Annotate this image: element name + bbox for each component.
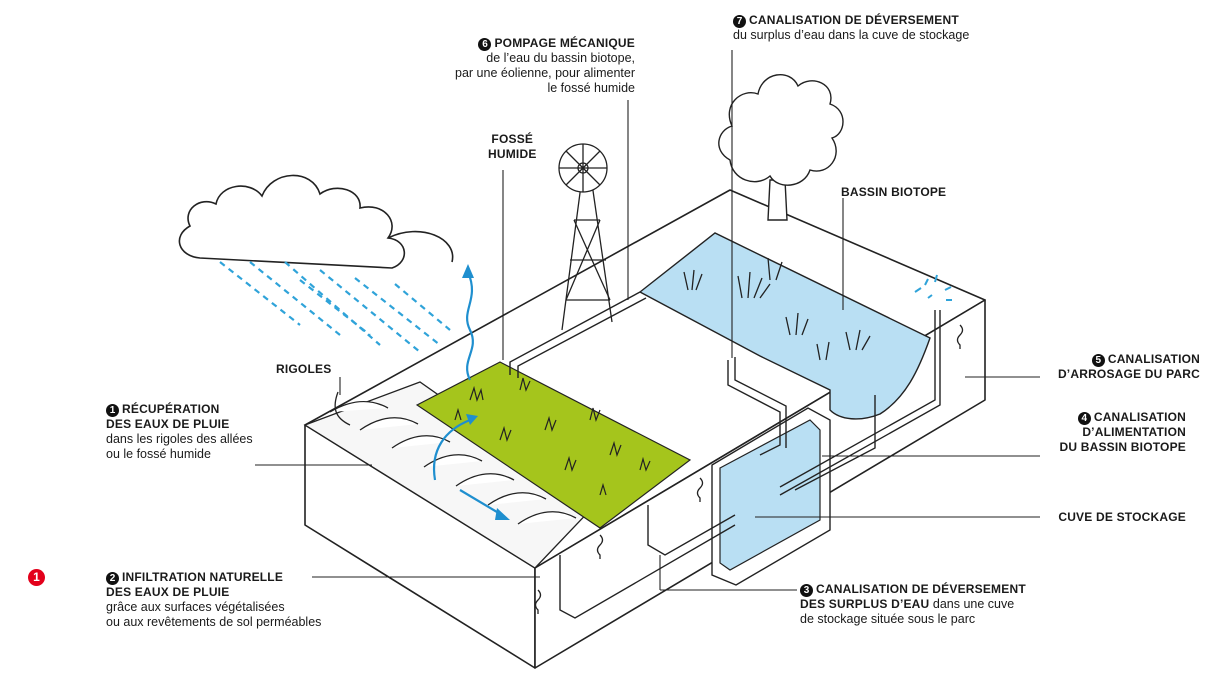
item3-title2: DES SURPLUS D’EAU <box>800 597 930 611</box>
page-marker: 1 <box>28 569 45 586</box>
item2-desc2: ou aux revêtements de sol perméables <box>106 615 322 629</box>
item6-desc3: le fossé humide <box>547 81 635 95</box>
rain-lines <box>219 261 451 353</box>
cuve-stockage <box>719 419 821 571</box>
item4-title2: D’ALIMENTATION <box>1082 425 1186 439</box>
item3-desc2: de stockage située sous le parc <box>800 612 976 626</box>
tree <box>718 73 844 221</box>
cloud <box>178 174 406 269</box>
number-7-badge: 7 <box>733 15 746 28</box>
label-bassin-biotope: BASSIN BIOTOPE <box>841 185 946 200</box>
sprinkler-drops <box>914 274 952 301</box>
number-1-badge: 1 <box>106 404 119 417</box>
item1-desc1: dans les rigoles des allées <box>106 432 253 446</box>
item2-title2: DES EAUX DE PLUIE <box>106 585 230 599</box>
flow-arrow <box>459 489 503 516</box>
fosse-line2: HUMIDE <box>488 147 537 161</box>
leader-lines <box>255 50 1040 591</box>
item2-title1: INFILTRATION NATURELLE <box>122 570 284 584</box>
number-5-badge: 5 <box>1091 354 1105 367</box>
bassin-title: BASSIN BIOTOPE <box>841 185 947 199</box>
windmill <box>558 143 613 331</box>
item6-desc1: de l’eau du bassin biotope, <box>486 51 635 65</box>
item5-title1: CANALISATION <box>1107 352 1200 366</box>
item4-title3: DU BASSIN BIOTOPE <box>1059 440 1186 454</box>
label-cuve-stockage: CUVE DE STOCKAGE <box>1040 510 1186 525</box>
runoff-arrow <box>432 418 471 481</box>
item3-desc-inline: dans une cuve <box>929 597 1015 611</box>
label-rigoles: RIGOLES <box>276 362 331 377</box>
number-4-badge: 4 <box>1077 412 1091 425</box>
number-2-badge: 2 <box>106 572 119 585</box>
item6-desc2: par une éolienne, pour alimenter <box>455 66 635 80</box>
fosse-humide-area <box>415 361 692 529</box>
cuve-title: CUVE DE STOCKAGE <box>1058 510 1186 524</box>
label-fosse-humide: FOSSÉ HUMIDE <box>488 132 537 162</box>
grass-tufts <box>454 377 651 496</box>
rigoles-title: RIGOLES <box>276 362 332 376</box>
item6-title1: POMPAGE MÉCANIQUE <box>494 36 635 50</box>
item1-title1: RÉCUPÉRATION <box>122 402 220 416</box>
item1-title2: DES EAUX DE PLUIE <box>106 417 230 431</box>
item5-title2: D’ARROSAGE DU PARC <box>1057 367 1200 381</box>
item1-desc2: ou le fossé humide <box>106 447 211 461</box>
evaporation-arrow <box>466 271 474 381</box>
item2-desc1: grâce aux surfaces végétalisées <box>106 600 285 614</box>
infiltration-arrows <box>534 324 964 614</box>
number-6-badge: 6 <box>478 38 492 51</box>
item4-title1: CANALISATION <box>1093 410 1186 424</box>
item7-desc1: du surplus d’eau dans la cuve de stockag… <box>733 28 970 42</box>
bassin-biotope <box>638 232 931 420</box>
pipes <box>509 291 941 619</box>
number-3-badge: 3 <box>800 584 813 597</box>
item3-title1: CANALISATION DE DÉVERSEMENT <box>816 582 1026 596</box>
fosse-line1: FOSSÉ <box>491 132 534 146</box>
reeds <box>683 257 871 361</box>
item7-title1: CANALISATION DE DÉVERSEMENT <box>749 13 959 27</box>
